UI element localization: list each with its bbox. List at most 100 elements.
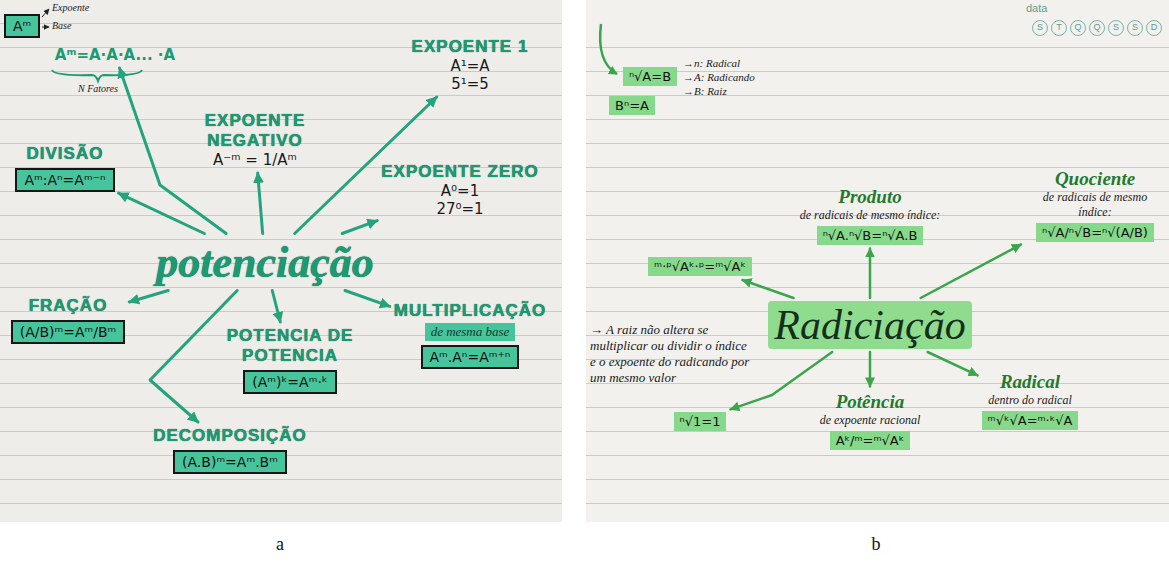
weekday-letter: Q xyxy=(1090,22,1104,32)
topic-heading: EXPOENTE ZERO xyxy=(381,162,539,182)
connector-arrow xyxy=(869,249,872,299)
connector-arrow xyxy=(928,352,978,375)
subtitle: de expoente racional xyxy=(820,413,921,428)
weekday-letter: D xyxy=(1147,22,1161,32)
concept-node: FRAÇÃO(A/B)ᵐ=Aᵐ/Bᵐ xyxy=(11,296,126,344)
connector-arrow xyxy=(129,291,168,302)
formula-box: (Aᵐ)ᵏ=Aᵐ·ᵏ xyxy=(243,370,337,394)
subtitle: de radicais de mesmo índice: xyxy=(1025,190,1165,220)
weekday-circle xyxy=(1147,21,1162,36)
annotation: Expoente xyxy=(52,2,89,13)
topic-heading: DIVISÃO xyxy=(15,144,114,164)
annotation: →B: Raiz xyxy=(683,85,727,97)
connector-arrow xyxy=(345,291,390,307)
formula: 5¹=5 xyxy=(412,75,529,93)
topic-heading: POTENCIA DE POTENCIA xyxy=(215,326,365,366)
formula-box: Aᵐ:Aⁿ=Aᵐ⁻ⁿ xyxy=(15,168,114,192)
concept-node: ᵐ·ᵖ√Aᵏ·ᵖ=ᵐ√Aᵏ xyxy=(648,254,752,276)
formula-box: ⁿ√A=B xyxy=(623,67,677,86)
formula-box: ⁿ√A.ⁿ√B=ⁿ√A.B xyxy=(817,226,924,245)
formula-box: Aᵏ/ᵐ=ᵐ√Aᵏ xyxy=(830,431,911,450)
connector-arrow xyxy=(119,193,205,233)
notebook-page-b xyxy=(586,0,1169,522)
subtitle: dentro do radical xyxy=(982,393,1079,408)
formula: A⁰=1 xyxy=(381,182,539,200)
formula-box: (A.B)ᵐ=Aᵐ.Bᵐ xyxy=(173,450,287,474)
formula-box: Aᵐ.Aⁿ=Aᵐ⁺ⁿ xyxy=(421,345,520,369)
panel-letter: b xyxy=(861,534,891,555)
concept-node: Bⁿ=A xyxy=(609,93,655,115)
connector-arrow xyxy=(272,291,280,323)
weekday-letter: S xyxy=(1033,22,1047,32)
weekday-letter: Q xyxy=(1071,22,1085,32)
concept-node: EXPOENTE NEGATIVOA⁻ᵐ = 1/Aᵐ xyxy=(190,111,320,169)
weekday-letter: T xyxy=(1052,22,1066,32)
subtitle-band: de mesma base xyxy=(425,323,516,341)
topic-heading: Radical xyxy=(982,371,1079,393)
connector-arrow xyxy=(258,173,263,234)
connector-arrow xyxy=(742,280,793,298)
formula-box: Bⁿ=A xyxy=(609,96,655,115)
notebook-page-a xyxy=(0,0,562,522)
leader-arrow xyxy=(42,9,49,17)
annotation: Base xyxy=(52,20,71,31)
concept-node: Aᵐ xyxy=(4,10,40,38)
formula: A¹=A xyxy=(412,57,529,75)
leader-arrow xyxy=(42,27,49,28)
formula-box: ⁿ√A/ⁿ√B=ⁿ√(A/B) xyxy=(1036,223,1154,242)
weekday-circles xyxy=(1033,21,1162,36)
formula-box: ᵐ√ᵏ√A=ᵐ·ᵏ√A xyxy=(982,411,1079,430)
connector-arrow xyxy=(921,244,1021,298)
annotation: →n: Radical xyxy=(683,57,740,69)
topic-heading: DECOMPOSIÇÃO xyxy=(153,426,307,446)
concept-node: ⁿ√1=1 xyxy=(674,409,727,431)
concept-node: DECOMPOSIÇÃO (A.B)ᵐ=Aᵐ.Bᵐ xyxy=(153,426,307,474)
formula: Aᵐ=A·A·A... ·A xyxy=(55,46,175,64)
concept-node: MULTIPLICAÇÃO de mesma baseAᵐ.Aⁿ=Aᵐ⁺ⁿ xyxy=(394,301,546,369)
formula: 27⁰=1 xyxy=(381,200,539,218)
concept-node: POTENCIA DE POTENCIA (Aᵐ)ᵏ=Aᵐ·ᵏ xyxy=(215,326,365,394)
concept-node: EXPOENTE 1A¹=A5¹=5 xyxy=(412,37,529,93)
topic-heading: EXPOENTE NEGATIVO xyxy=(190,111,320,151)
page-header: data xyxy=(1026,2,1047,14)
weekday-circle xyxy=(1033,21,1048,36)
formula-box: ᵐ·ᵖ√Aᵏ·ᵖ=ᵐ√Aᵏ xyxy=(648,257,752,276)
formula-box: ⁿ√1=1 xyxy=(674,412,727,431)
weekday-letter: S xyxy=(1128,22,1142,32)
concept-node: Quocientede radicais de mesmo índice: ⁿ√A… xyxy=(1025,168,1165,242)
ruled-lines-b xyxy=(586,40,1169,522)
topic-heading: Quociente xyxy=(1025,168,1165,190)
topic-heading: EXPOENTE 1 xyxy=(412,37,529,57)
concept-node: DIVISÃO Aᵐ:Aⁿ=Aᵐ⁻ⁿ xyxy=(15,144,114,192)
weekday-letter: S xyxy=(1109,22,1123,32)
weekday-circle xyxy=(1071,21,1086,36)
formula-box: Aᵐ xyxy=(4,14,40,38)
concept-node: Radicaldentro do radical ᵐ√ᵏ√A=ᵐ·ᵏ√A xyxy=(982,371,1079,430)
annotation: →A: Radicando xyxy=(683,71,755,83)
concept-node: Potênciade expoente racionalAᵏ/ᵐ=ᵐ√Aᵏ xyxy=(820,391,921,450)
subtitle: de radicais de mesmo índice: xyxy=(800,208,941,223)
topic-heading: MULTIPLICAÇÃO xyxy=(394,301,546,321)
annotation: N Fatores xyxy=(58,83,138,94)
topic-heading: Potência xyxy=(820,391,921,413)
topic-heading: Produto xyxy=(800,186,941,208)
weekday-circle xyxy=(1128,21,1143,36)
formula: A⁻ᵐ = 1/Aᵐ xyxy=(190,151,320,169)
concept-node: potenciação xyxy=(156,237,374,288)
topic-heading: FRAÇÃO xyxy=(11,296,126,316)
weekday-circle xyxy=(1109,21,1124,36)
brace xyxy=(52,70,142,81)
weekday-circle xyxy=(1090,21,1105,36)
central-topic: Radiciação xyxy=(768,301,971,349)
concept-node: ⁿ√A=B xyxy=(623,64,677,86)
panel-letter: a xyxy=(265,534,295,555)
weekday-circle xyxy=(1052,21,1067,36)
concept-node: Radiciação xyxy=(768,301,971,349)
curved-arrow xyxy=(600,24,617,74)
connector-arrow xyxy=(150,291,237,423)
